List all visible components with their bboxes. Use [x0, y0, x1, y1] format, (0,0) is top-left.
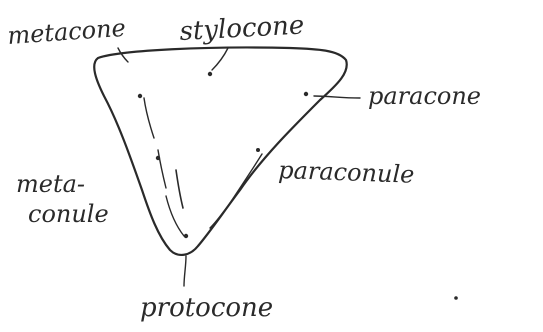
central-ridge-line: [175, 169, 184, 209]
metacone-leader-line: [117, 47, 129, 63]
paracone-label: paracone: [368, 82, 481, 110]
metacone-cusp-dot: [137, 93, 143, 99]
stylocone-label: stylocone: [179, 11, 305, 47]
metaconule-label-line1: meta-: [16, 170, 85, 198]
metacone-crest-line: [143, 97, 155, 139]
stray-mark-dot: [454, 296, 458, 300]
paraconule-cusp-dot: [256, 148, 260, 152]
metacone-label: metacone: [6, 14, 126, 50]
metaconule-cusp-dot: [155, 155, 161, 161]
stylocone-leader-line: [211, 47, 229, 71]
protocone-crest-line: [165, 195, 185, 237]
tooth-crown-outline: [93, 46, 348, 256]
paracone-cusp-dot: [303, 91, 309, 97]
metacone-crest-line-lower: [157, 149, 167, 189]
metaconule-label-line2: conule: [28, 200, 109, 228]
paracone-leader-line: [313, 95, 361, 99]
stylocone-cusp-dot: [207, 71, 213, 77]
protocone-cusp-dot: [183, 233, 189, 239]
paraconule-label: paraconule: [278, 156, 415, 189]
protocone-label: protocone: [140, 293, 273, 323]
paraconule-crest-line: [209, 153, 263, 229]
protocone-leader-line: [183, 255, 187, 287]
